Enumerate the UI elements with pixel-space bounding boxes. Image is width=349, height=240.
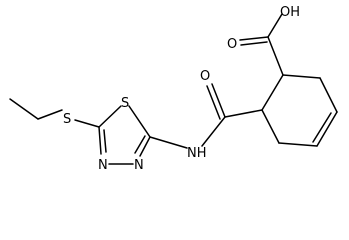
bond-ring-c3-c2 — [261, 109, 280, 144]
bond-ring-c4-c3 — [278, 142, 318, 147]
bond-ring-c1-acid-c — [267, 36, 284, 76]
bond-c5-s-ethyl — [74, 119, 100, 128]
bond-ring-c2-amide-c — [224, 109, 263, 118]
bond-ch2-ch3 — [9, 98, 39, 120]
bond-thiadiazole-n3-c2-double — [134, 135, 146, 154]
atom-label-ring-nitrogen-left: N — [98, 158, 108, 173]
bond-thiadiazole-c5-n4-double — [103, 129, 107, 153]
bond-ring-c5-c4-double — [312, 112, 332, 143]
bond-ring-c1-c6 — [282, 74, 321, 79]
bond-ring-c5-c4 — [316, 111, 338, 147]
atom-label-thioether-sulfur: S — [63, 112, 71, 127]
bond-s-ch2 — [37, 109, 63, 120]
atom-label-ring-sulfur: S — [121, 96, 129, 111]
bond-n-thiadiazole-c2 — [149, 136, 188, 149]
bond-ring-c2-c1 — [261, 74, 284, 111]
atom-labels: OH O O NH S S N N — [63, 5, 300, 173]
atom-label-ring-nitrogen-right: N — [134, 158, 144, 173]
bond-acid-c-o-double-b — [240, 41, 268, 46]
bond-ring-c6-c5 — [319, 77, 338, 113]
bond-thiadiazole-c2-s — [128, 105, 151, 138]
bond-amide-c-n — [201, 116, 226, 147]
atom-label-amide-carbonyl-oxygen: O — [200, 69, 210, 84]
bond-acid-c-oh — [267, 13, 283, 38]
molecule-structure-diagram: OH O O NH S S N N — [9, 5, 338, 173]
bonds — [9, 13, 338, 165]
atom-label-acid-carbonyl-oxygen: O — [227, 37, 237, 52]
bond-thiadiazole-c5-n4 — [98, 126, 102, 155]
atom-label-hydroxyl: OH — [280, 5, 300, 20]
bond-acid-c-o-double-a — [239, 36, 269, 41]
bond-amide-c-o-double-a — [211, 83, 226, 118]
bond-amide-c-o-double-b — [206, 85, 221, 120]
atom-label-amide-nitrogen: NH — [187, 146, 207, 161]
bond-thiadiazole-s-c5 — [98, 105, 122, 128]
bond-thiadiazole-n3-c2 — [139, 136, 151, 157]
